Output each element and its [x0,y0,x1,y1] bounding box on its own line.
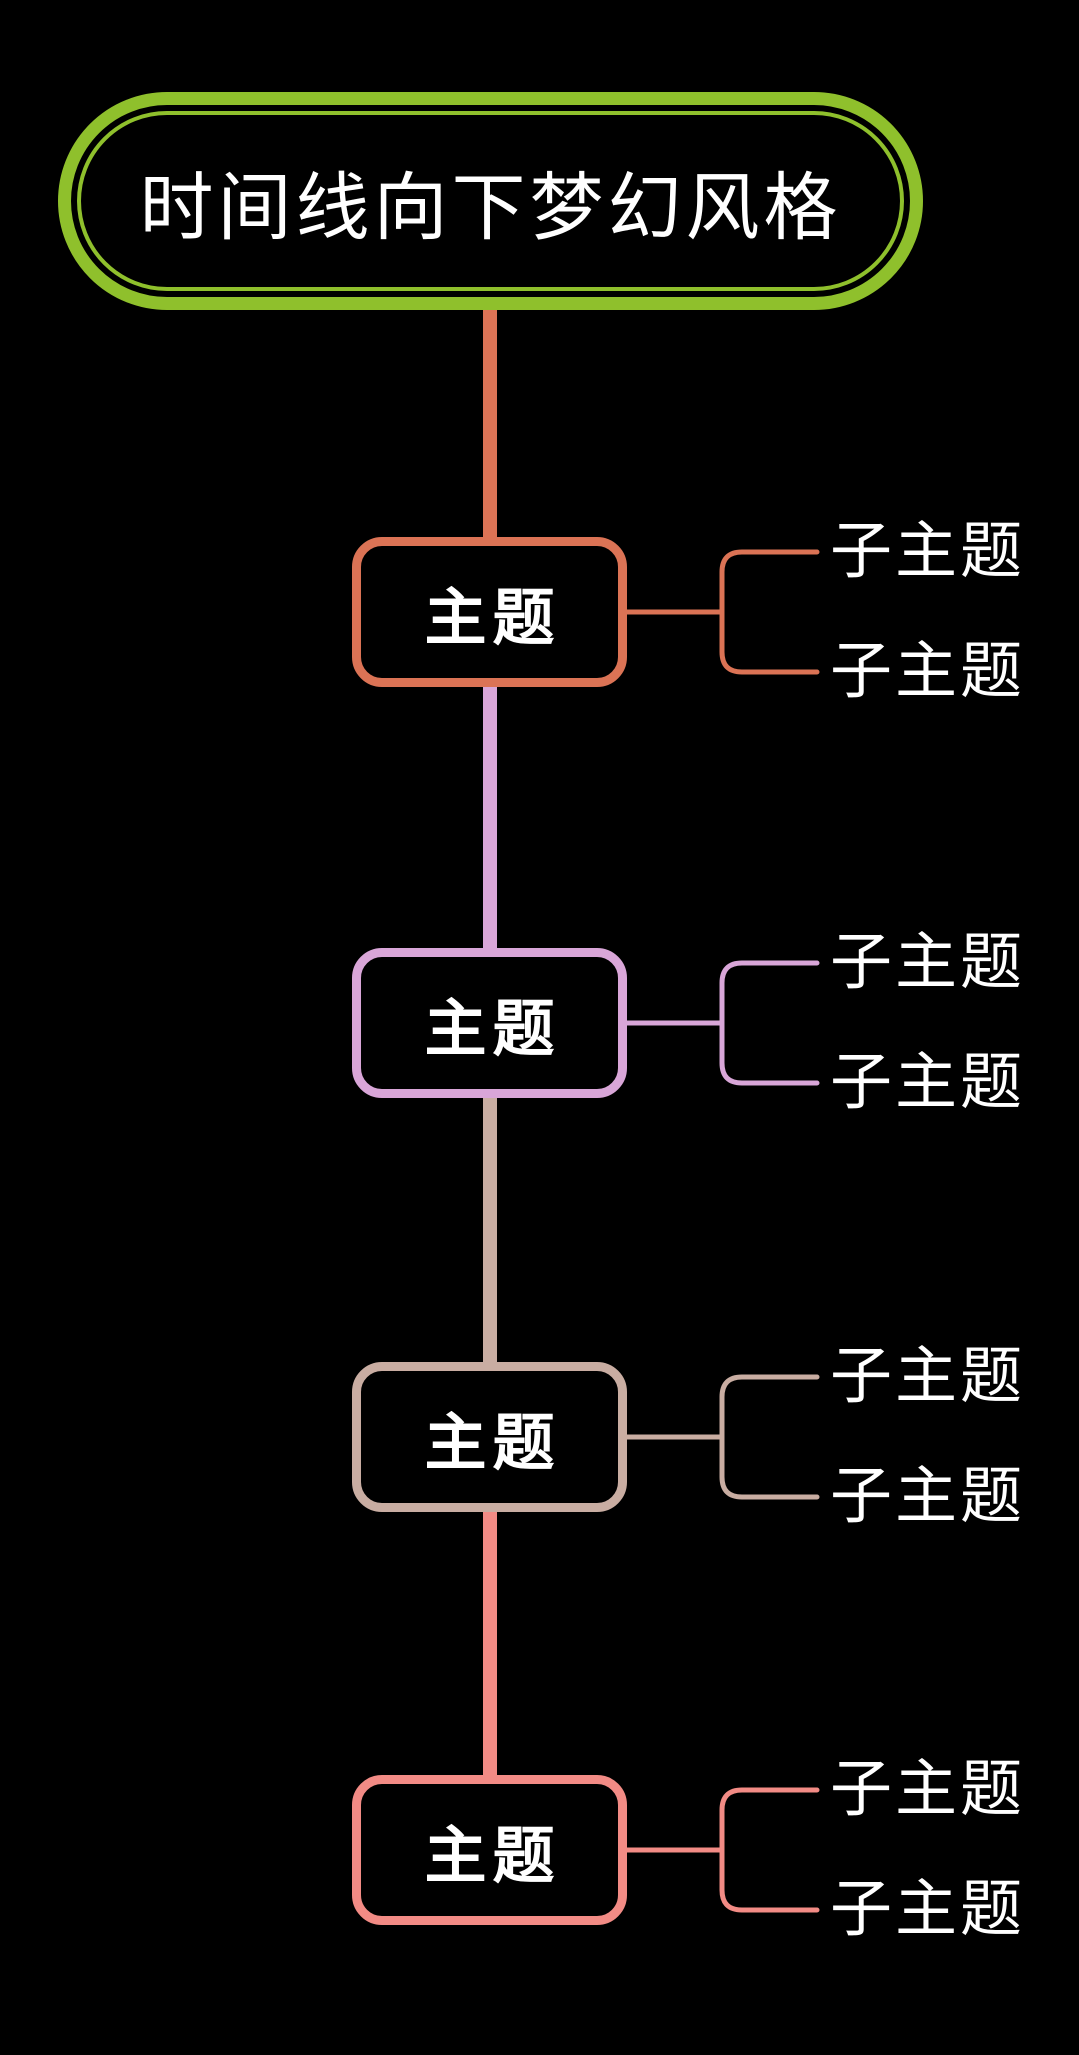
branch-fork-line [719,1787,820,1913]
subtopic-3-1[interactable]: 子主题 [830,1342,1026,1411]
root-topic-node[interactable]: 时间线向下梦幻风格 [58,92,923,310]
subtopic-1-2[interactable]: 子主题 [830,637,1026,706]
root-topic-label: 时间线向下梦幻风格 [139,165,842,249]
subtopic-2-2[interactable]: 子主题 [830,1048,1026,1117]
subtopic-4-1[interactable]: 子主题 [830,1755,1026,1824]
branch-fork-line [719,549,820,675]
timeline-connector-3 [483,1094,497,1372]
timeline-connector-1 [483,306,497,547]
branch-connector-4 [627,1787,820,1913]
topic-node-2[interactable]: 主题 [352,948,627,1098]
topic-label-4: 主题 [424,1822,561,1891]
branch-fork-line [719,1374,820,1500]
subtopic-3-2[interactable]: 子主题 [830,1462,1026,1531]
timeline-connector-4 [483,1508,497,1785]
branch-fork-line [719,960,820,1086]
branch-connector-1 [627,549,820,675]
topic-label-1: 主题 [424,584,561,653]
subtopic-1-1[interactable]: 子主题 [830,517,1026,586]
topic-label-2: 主题 [424,995,561,1064]
topic-node-4[interactable]: 主题 [352,1775,627,1925]
subtopic-2-1[interactable]: 子主题 [830,928,1026,997]
branch-connector-2 [627,960,820,1086]
timeline-connector-2 [483,684,497,958]
branch-connector-3 [627,1374,820,1500]
topic-node-1[interactable]: 主题 [352,537,627,687]
topic-node-3[interactable]: 主题 [352,1362,627,1512]
subtopic-4-2[interactable]: 子主题 [830,1875,1026,1944]
topic-label-3: 主题 [424,1409,561,1478]
